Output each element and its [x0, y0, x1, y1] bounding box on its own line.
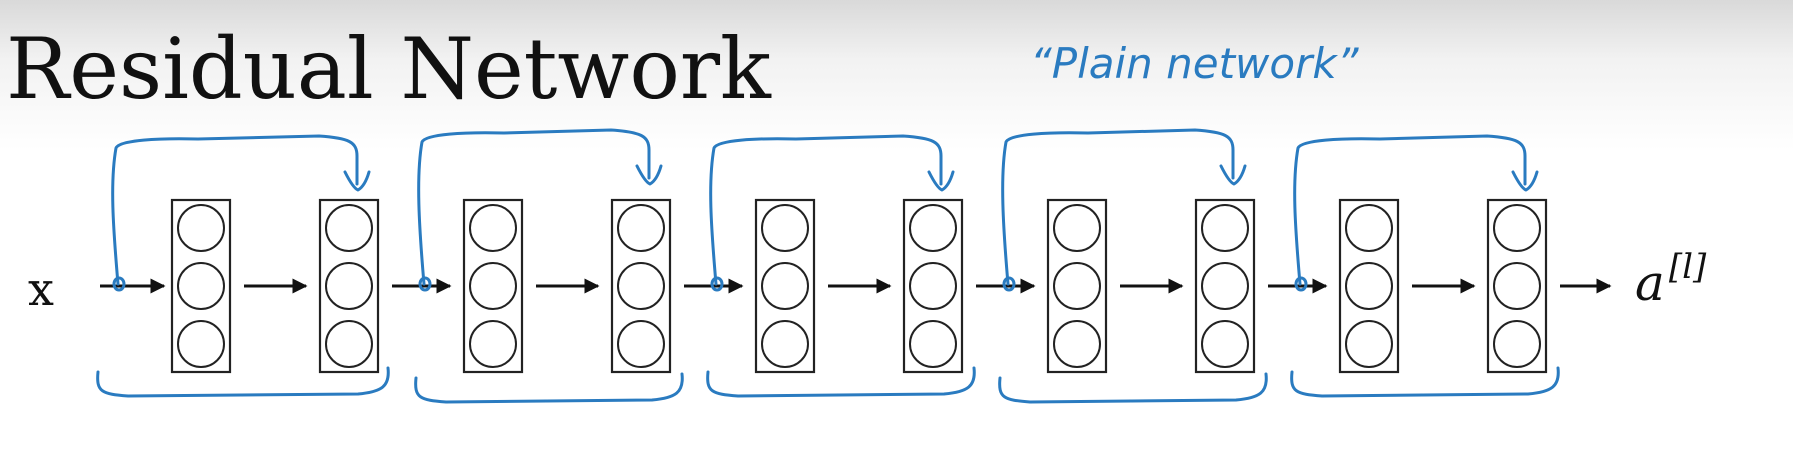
layer-5	[754, 198, 816, 374]
neuron-10-2	[1493, 262, 1541, 310]
neuron-10-1	[1493, 204, 1541, 252]
neuron-2-2	[325, 262, 373, 310]
neuron-7-3	[1053, 320, 1101, 368]
neuron-6-3	[909, 320, 957, 368]
skip-origin-5	[1294, 276, 1308, 292]
neuron-9-1	[1345, 204, 1393, 252]
layer-6	[902, 198, 964, 374]
skip-arrowhead-3	[927, 170, 955, 192]
output-label-base: a	[1635, 254, 1665, 312]
skip-origin-4	[1002, 276, 1016, 292]
residual-block-brackets	[96, 366, 1560, 404]
neuron-8-2	[1201, 262, 1249, 310]
neuron-8-1	[1201, 204, 1249, 252]
neuron-4-3	[617, 320, 665, 368]
skip-arrowhead-5	[1511, 170, 1539, 192]
neuron-2-3	[325, 320, 373, 368]
neuron-9-2	[1345, 262, 1393, 310]
layer-1	[170, 198, 232, 374]
neuron-4-1	[617, 204, 665, 252]
skip-arrowhead-2	[635, 164, 663, 186]
neuron-9-3	[1345, 320, 1393, 368]
block-bracket-2	[414, 372, 684, 404]
plain-network-annotation: “Plain network”	[1030, 39, 1360, 88]
layer-7	[1046, 198, 1108, 374]
layer-9	[1338, 198, 1400, 374]
input-label-x: x	[28, 262, 54, 316]
skip-arrowhead-1	[343, 170, 371, 192]
skip-origin-1	[112, 276, 126, 292]
neuron-4-2	[617, 262, 665, 310]
skip-connection-4	[1001, 128, 1235, 286]
layer-10	[1486, 198, 1548, 374]
block-bracket-5	[1290, 366, 1560, 398]
skip-connection-5	[1293, 134, 1527, 286]
neuron-3-3	[469, 320, 517, 368]
neuron-6-2	[909, 262, 957, 310]
neuron-8-3	[1201, 320, 1249, 368]
neuron-3-2	[469, 262, 517, 310]
skip-origin-3	[710, 276, 724, 292]
layer-2	[318, 198, 380, 374]
network-layers	[170, 198, 1548, 374]
output-label: a[l]	[1635, 247, 1707, 312]
skip-origin-2	[418, 276, 432, 292]
neuron-1-2	[177, 262, 225, 310]
block-bracket-3	[706, 366, 976, 398]
neuron-7-1	[1053, 204, 1101, 252]
neuron-5-3	[761, 320, 809, 368]
layer-3	[462, 198, 524, 374]
skip-connections	[111, 128, 1539, 292]
output-label-superscript: [l]	[1669, 247, 1707, 287]
layer-4	[610, 198, 672, 374]
layer-8	[1194, 198, 1256, 374]
neuron-2-1	[325, 204, 373, 252]
neuron-1-3	[177, 320, 225, 368]
neuron-6-1	[909, 204, 957, 252]
neuron-5-2	[761, 262, 809, 310]
skip-connection-2	[417, 128, 651, 286]
page-title: Residual Network	[6, 20, 772, 118]
block-bracket-1	[96, 366, 390, 398]
neuron-10-3	[1493, 320, 1541, 368]
neuron-1-1	[177, 204, 225, 252]
block-bracket-4	[998, 372, 1268, 404]
neuron-5-1	[761, 204, 809, 252]
skip-connection-3	[709, 134, 943, 286]
skip-connection-1	[111, 134, 359, 286]
neuron-7-2	[1053, 262, 1101, 310]
neuron-3-1	[469, 204, 517, 252]
skip-arrowhead-4	[1219, 164, 1247, 186]
